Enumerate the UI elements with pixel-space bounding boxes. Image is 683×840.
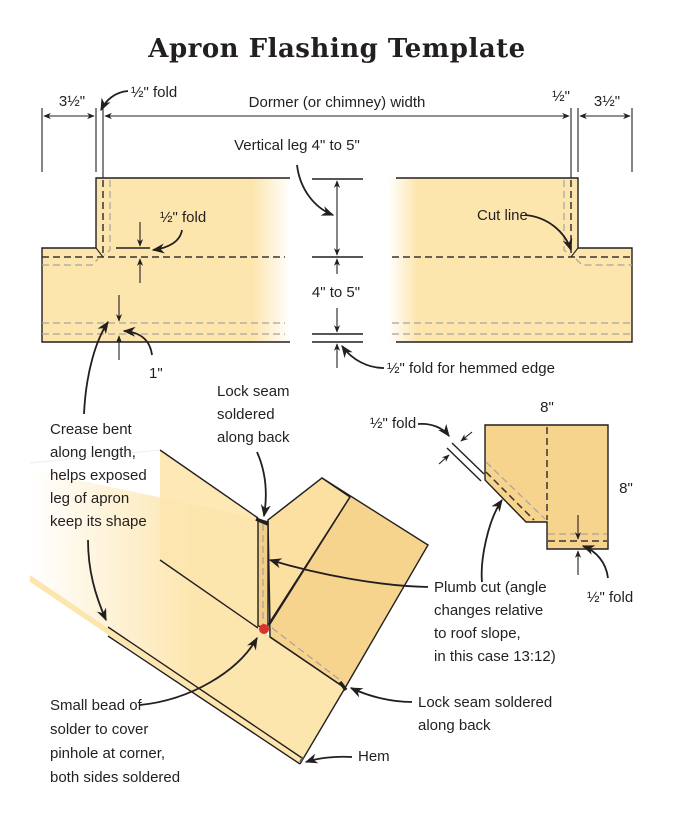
label-left-extension: 3½"	[59, 93, 85, 110]
label-plumb-cut: Plumb cut (angle changes relative to roo…	[434, 579, 556, 665]
label-dormer-width: Dormer (or chimney) width	[249, 94, 426, 111]
pointer-arrow	[268, 558, 429, 588]
pointer-arrow	[296, 164, 335, 216]
pointer-arrow	[100, 90, 129, 112]
pointer-arrow	[349, 687, 413, 703]
pointer-arrow	[480, 498, 503, 583]
vertical-leg-face	[160, 450, 258, 628]
pointer-arrow	[256, 451, 271, 518]
label-cheek-height: 8"	[619, 480, 633, 497]
label-lock-seam-top: Lock seam soldered along back	[217, 383, 294, 446]
label-vertical-leg: Vertical leg 4" to 5"	[234, 137, 360, 154]
apron-crease-edge	[159, 559, 259, 629]
cheek-piece: 8" 8" ½" fold ½" fold	[370, 399, 633, 606]
template-sheet-left	[42, 178, 290, 342]
label-inner-fold: ½" fold	[160, 209, 206, 226]
cheek-crease	[267, 496, 351, 626]
pointer-arrow	[151, 229, 183, 254]
label-plumb-fold: ½" fold	[370, 415, 416, 432]
lock-seam-bottom-mark	[338, 680, 348, 692]
template-outline-right	[396, 177, 633, 343]
label-lock-seam-bottom: Lock seam soldered along back	[418, 694, 556, 734]
apron-inner-edge	[269, 636, 346, 689]
fold-line-light	[42, 258, 99, 266]
corner-cut-line	[570, 247, 579, 258]
pointer-arrow	[122, 326, 153, 356]
assembled-view: Lock seam soldered along back Crease ben…	[29, 320, 556, 786]
label-apron-depth: 4" to 5"	[312, 284, 360, 301]
fold-line-light	[271, 627, 341, 681]
fold-line	[485, 471, 535, 521]
pointer-arrow	[524, 214, 573, 252]
apron-top-edge	[159, 449, 259, 519]
solder-bead-icon	[259, 624, 269, 634]
label-right-extension: 3½"	[594, 93, 620, 110]
label-cheek-width: 8"	[540, 399, 554, 416]
label-crease-offset: 1"	[149, 365, 163, 382]
dim-tick	[451, 442, 485, 475]
hem-mark	[299, 756, 304, 763]
label-bottom-fold: ½" fold	[587, 589, 633, 606]
pointer-arrow	[417, 423, 450, 438]
template-sheet-right	[388, 178, 632, 342]
dim-tick	[446, 447, 482, 482]
label-hem-fold: ½" fold for hemmed edge	[387, 360, 555, 377]
template-outline-left	[41, 177, 290, 343]
label-hem: Hem	[358, 748, 390, 765]
pointer-arrow	[581, 545, 609, 579]
label-right-fold: ½"	[552, 88, 570, 105]
pointer-arrow	[139, 636, 258, 706]
top-dimensions: 3½" ½" fold Dormer (or chimney) width ½"…	[41, 84, 633, 178]
label-left-fold: ½" fold	[131, 84, 177, 101]
pointer-arrow	[304, 753, 353, 764]
center-dimensions: Vertical leg 4" to 5" 4" to 5" ½" fold f…	[234, 137, 555, 377]
pointer-arrow	[83, 320, 109, 415]
apron-bottom-edge	[107, 635, 301, 765]
pointer-arrow	[87, 539, 107, 622]
label-cut-line: Cut line	[477, 207, 528, 224]
faded-edge	[29, 449, 161, 464]
lock-seam-top-mark	[255, 517, 269, 526]
fold-line-light	[485, 461, 546, 520]
apron-end-edge	[299, 687, 346, 765]
pointer-arrow	[341, 344, 385, 369]
fold-line-light	[103, 180, 111, 256]
diagram-title: Apron Flashing Template	[147, 34, 525, 64]
corner-cut-line	[95, 247, 104, 258]
apron-face	[30, 470, 345, 760]
flat-template: ½" fold 1" Cut line	[41, 177, 633, 382]
apron-crease-line	[107, 626, 303, 759]
label-crease: Crease bent along length, helps exposed …	[50, 421, 151, 530]
dim-arrow	[460, 431, 473, 442]
fold-line-light	[575, 258, 632, 266]
dim-arrow	[438, 454, 450, 465]
label-solder-bead: Small bead of solder to cover pinhole at…	[50, 697, 180, 786]
apron-hem-band	[30, 575, 302, 764]
